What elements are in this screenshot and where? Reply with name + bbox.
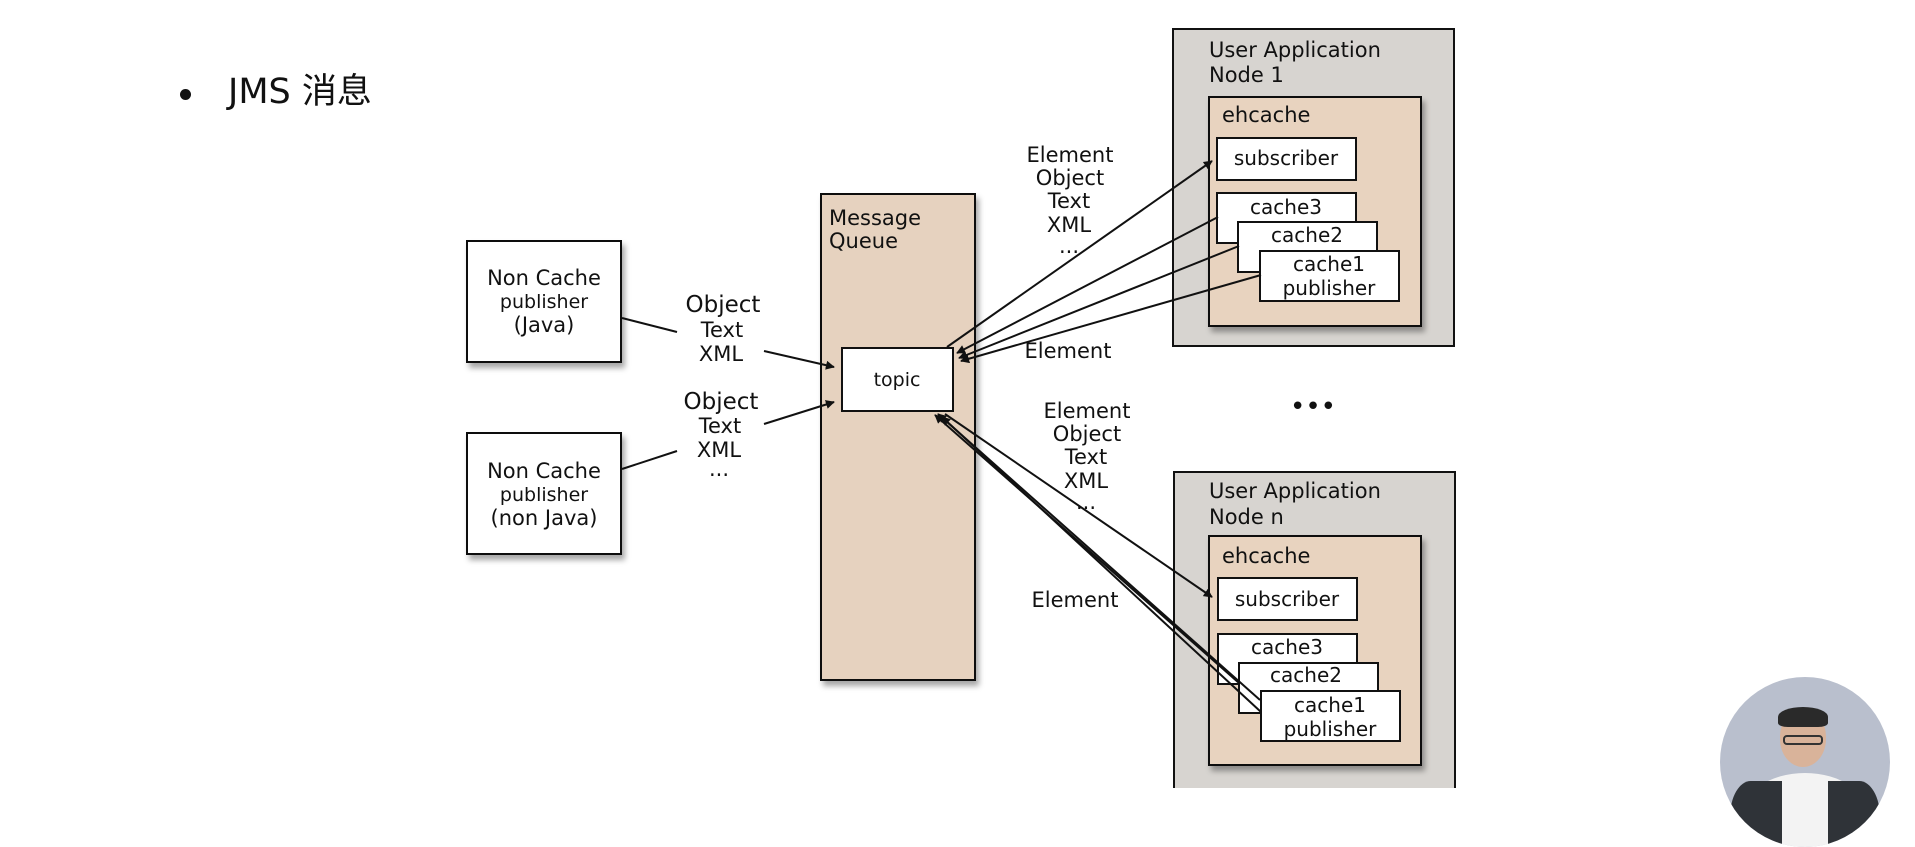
node-n-incoming-label: Element: [1032, 588, 1119, 612]
svg-text:Text: Text: [700, 318, 743, 342]
subscriber-box-n: [1217, 577, 1358, 621]
jms-diagram: Non Cache publisher (Java) Non Cache pub…: [466, 28, 1456, 788]
slide: JMS 消息 Non Cache publisher (Java) Non Ca…: [180, 28, 1890, 847]
publisher-nonjava-line3: (non Java): [491, 506, 598, 530]
ehcache-label-1: ehcache: [1222, 103, 1310, 127]
svg-text:XML: XML: [697, 438, 742, 462]
svg-text:XML: XML: [1064, 469, 1109, 493]
node-1-arrows: [946, 160, 1262, 364]
publisher-nonjava-line2: publisher: [500, 484, 588, 506]
svg-text:Object: Object: [1053, 422, 1121, 446]
subscriber-label-n: subscriber: [1235, 587, 1340, 611]
topic-label: topic: [874, 369, 921, 391]
cache1-sub-label-1: publisher: [1283, 276, 1377, 300]
node-1-title-1: User Application: [1209, 38, 1381, 62]
message-queue-label-2: Queue: [829, 229, 898, 253]
publisher-nonjava-box: Non Cache publisher (non Java): [466, 432, 622, 555]
svg-text:Text: Text: [698, 414, 741, 438]
svg-text:...: ...: [1076, 490, 1096, 514]
publisher-java-box: Non Cache publisher (Java): [466, 240, 622, 363]
svg-text:Object: Object: [1036, 166, 1104, 190]
svg-text:Object: Object: [686, 292, 761, 318]
svg-text:Object: Object: [684, 389, 759, 415]
publisher-java-line2: publisher: [500, 291, 588, 313]
subscriber-label-1: subscriber: [1234, 146, 1339, 170]
svg-text:...: ...: [709, 457, 729, 481]
svg-text:...: ...: [1059, 234, 1079, 258]
node-1-outgoing-label: Element Object Text XML ...: [1027, 143, 1114, 258]
node-n-outgoing-label: Element Object Text XML ...: [1044, 399, 1131, 514]
cache1-box-n: [1260, 690, 1401, 742]
subscriber-box-1: [1216, 137, 1357, 181]
cache3-label-n: cache3: [1251, 635, 1323, 659]
topic-box: [841, 347, 954, 412]
svg-text:Text: Text: [1064, 445, 1107, 469]
publisher-arrows: [621, 317, 835, 470]
message-queue-label-1: Message: [829, 206, 921, 230]
cache2-label-n: cache2: [1270, 663, 1342, 687]
publisher-java-line3: (Java): [514, 313, 575, 337]
node-n-title-1: User Application: [1209, 479, 1381, 503]
node-1-title-2: Node 1: [1209, 63, 1284, 87]
cache3-label-1: cache3: [1250, 195, 1322, 219]
cache1-box-1: [1259, 250, 1400, 302]
nodes-ellipsis: •••: [1290, 392, 1336, 422]
user-app-node-n: User Application Node n ehcache subscrib…: [1173, 471, 1456, 788]
node-n-title-2: Node n: [1209, 505, 1284, 529]
cache1-label-1: cache1: [1293, 252, 1365, 276]
node-1-incoming-label: Element: [1025, 339, 1112, 363]
slide-title: JMS 消息: [228, 72, 372, 112]
svg-text:Element: Element: [1027, 143, 1114, 167]
ehcache-label-n: ehcache: [1222, 544, 1310, 568]
publisher-java-line1: Non Cache: [487, 266, 601, 290]
bullet-icon: [180, 89, 191, 100]
cache1-sub-label-n: publisher: [1284, 717, 1378, 741]
svg-text:Text: Text: [1047, 189, 1090, 213]
user-app-node-1: User Application Node 1 ehcache subscrib…: [1172, 28, 1455, 347]
node-n-arrows: [934, 413, 1262, 713]
message-queue: Message Queue topic: [820, 193, 976, 681]
publisher-nonjava-line1: Non Cache: [487, 459, 601, 483]
presenter-avatar: [1720, 677, 1890, 847]
svg-text:Element: Element: [1044, 399, 1131, 423]
svg-text:XML: XML: [1047, 213, 1092, 237]
pub2-message-label: Object Text XML ...: [684, 389, 759, 481]
cache2-label-1: cache2: [1271, 223, 1343, 247]
pub1-message-label: Object Text XML: [686, 292, 761, 366]
cache1-label-n: cache1: [1294, 693, 1366, 717]
svg-text:XML: XML: [699, 342, 744, 366]
